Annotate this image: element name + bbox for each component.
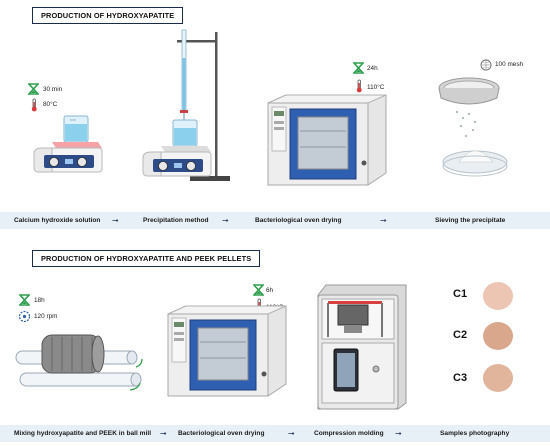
arrow-right-icon: ➞ <box>160 429 167 438</box>
oven-illustration-2 <box>167 305 287 397</box>
sieve-illustration <box>438 77 508 177</box>
mesh-icon <box>480 59 492 71</box>
compression-molding-illustration <box>317 284 407 410</box>
hourglass-icon <box>353 62 364 74</box>
hotplate-beaker-illustration <box>33 115 103 173</box>
s2-step4-label: Samples photography <box>440 430 510 437</box>
step1-time: 30 min <box>43 86 63 93</box>
section2-title: PRODUCTION OF HYDROXYAPATITE AND PEEK PE… <box>32 250 261 267</box>
s2-step1-speed: 120 rpm <box>34 313 58 320</box>
s2-step3-label: Compression molding <box>314 430 384 437</box>
step3-temp: 110°C <box>367 84 385 91</box>
step4-mesh: 100 mesh <box>495 61 524 68</box>
sample-c2-label: C2 <box>453 329 468 341</box>
s1-step4-label: Sieving the precipitate <box>435 217 506 224</box>
step-band-1 <box>0 212 550 229</box>
arrow-right-icon: ➞ <box>395 429 402 438</box>
step3-time: 24h <box>367 65 378 72</box>
oven-illustration <box>267 94 387 186</box>
s1-step3-label: Bacteriological oven drying <box>255 217 342 224</box>
step-band-2 <box>0 425 550 442</box>
ball-mill-illustration <box>15 334 143 391</box>
s2-step1-label: Mixing hydroxyapatite and PEEK in ball m… <box>14 430 152 437</box>
sample-c3-disc <box>483 364 513 392</box>
rotation-icon <box>18 310 31 323</box>
s2-step2-label: Bacteriological oven drying <box>178 430 265 437</box>
arrow-right-icon: ➞ <box>380 216 387 225</box>
s2-step1-time: 18h <box>34 297 45 304</box>
hourglass-icon <box>253 284 264 296</box>
thermometer-icon <box>31 98 37 112</box>
s1-step1-label: Calcium hydroxide solution <box>14 217 101 224</box>
arrow-right-icon: ➞ <box>112 216 119 225</box>
sample-c1-disc <box>483 282 513 310</box>
sample-c3-label: C3 <box>453 372 468 384</box>
sample-c2-disc <box>483 322 513 350</box>
arrow-right-icon: ➞ <box>222 216 229 225</box>
step1-temp: 80°C <box>43 101 58 108</box>
titration-setup-illustration <box>142 29 230 181</box>
arrow-right-icon: ➞ <box>288 429 295 438</box>
hourglass-icon <box>28 83 39 95</box>
thermometer-icon <box>356 79 362 93</box>
s2-step2-time: 6h <box>266 287 274 294</box>
hourglass-icon <box>19 294 30 306</box>
s1-step2-label: Precipitation method <box>143 217 209 224</box>
section1-title: PRODUCTION OF HYDROXYAPATITE <box>32 7 184 24</box>
sample-c1-label: C1 <box>453 288 468 300</box>
